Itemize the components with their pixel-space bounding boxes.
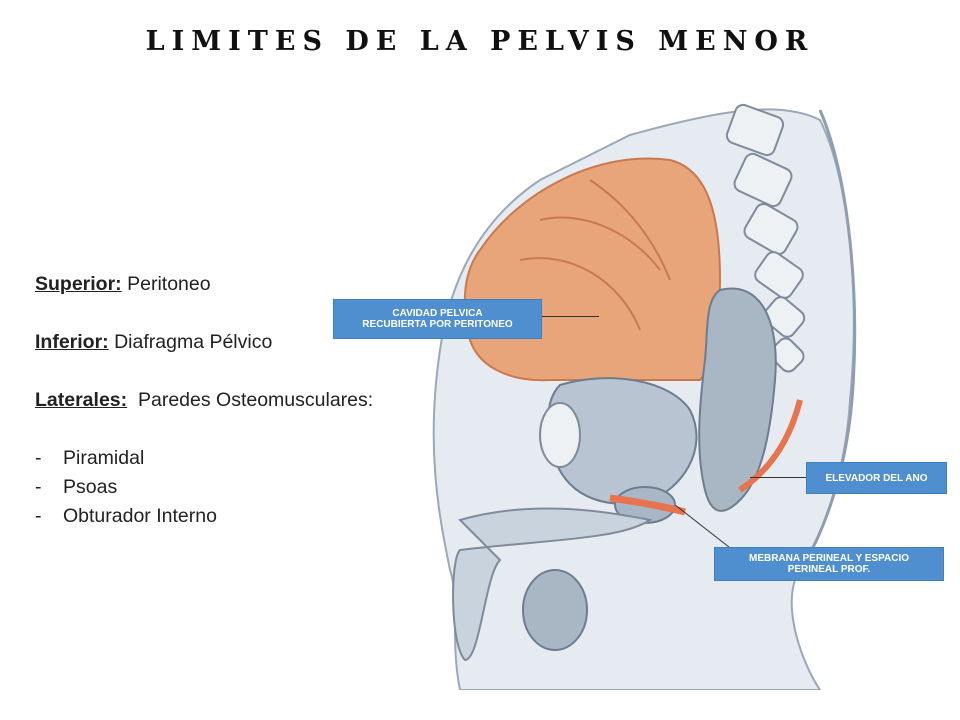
testis xyxy=(522,569,588,651)
perineal-membrane xyxy=(609,494,686,516)
superior-value: Peritoneo xyxy=(121,273,211,295)
superior-row: Superior: Peritoneo xyxy=(35,270,373,299)
levator-ani xyxy=(738,399,803,493)
limits-text: Superior: Peritoneo Inferior: Diafragma … xyxy=(35,270,373,531)
inferior-row: Inferior: Diafragma Pélvico xyxy=(35,328,373,357)
list-item: -Piramidal xyxy=(35,447,145,469)
rectum xyxy=(698,287,777,512)
laterales-label: Laterales: xyxy=(35,389,128,411)
membrana-perineal-label: MEBRANA PERINEAL Y ESPACIO PERINEAL PROF… xyxy=(714,547,944,581)
cavidad-pointer xyxy=(541,316,599,317)
elevador-del-ano-label: ELEVADOR DEL ANO xyxy=(806,462,947,494)
page-title: LIMITES DE LA PELVIS MENOR xyxy=(145,26,815,57)
penis xyxy=(452,507,653,662)
sacrum xyxy=(725,103,806,373)
elevador-pointer xyxy=(750,477,807,478)
laterales-value: Paredes Osteomusculares: xyxy=(127,389,374,411)
cavidad-pelvica-label: CAVIDAD PELVICA RECUBIERTA POR PERITONEO xyxy=(333,299,542,339)
inferior-label: Inferior: xyxy=(35,331,109,353)
peritoneal-cavity xyxy=(463,157,722,382)
laterales-row: Laterales: Paredes Osteomusculares: xyxy=(35,386,373,415)
superior-label: Superior: xyxy=(35,273,122,295)
list-item: -Psoas xyxy=(35,476,118,498)
list-item: -Obturador Interno xyxy=(35,505,217,527)
pubic-symphysis xyxy=(539,402,581,468)
inferior-value: Diafragma Pélvico xyxy=(108,331,273,353)
pelvis-sagittal-illustration xyxy=(432,103,857,690)
